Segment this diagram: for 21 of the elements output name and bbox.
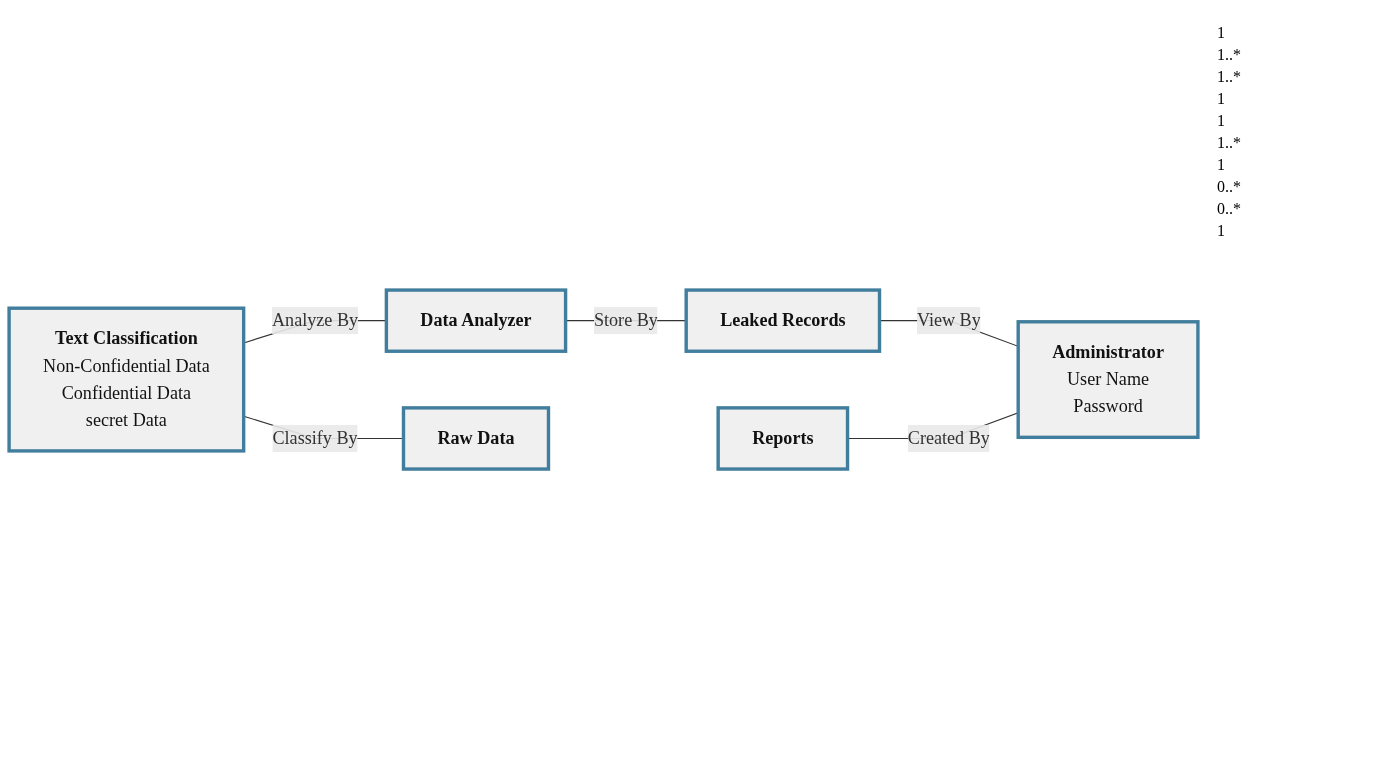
edge-label: Analyze By <box>271 310 359 331</box>
node-box: Data Analyzer <box>384 288 568 354</box>
multiplicity-label: 1 <box>1217 112 1226 130</box>
multiplicity-label: 1 <box>1217 156 1226 174</box>
node-box: Text Classification Non-Confidential Data Confidential Data secret Data <box>7 306 246 454</box>
multiplicity-label: 1 <box>1217 24 1226 42</box>
node-box: Administrator User Name Password <box>1016 320 1200 440</box>
multiplicity-label: 1..* <box>1217 46 1242 64</box>
multiplicity-label: 1 <box>1217 90 1226 108</box>
multiplicity-label: 0..* <box>1217 200 1242 218</box>
node-box: Leaked Records <box>684 288 882 354</box>
edge-label: View By <box>916 310 981 331</box>
multiplicity-label: 1 <box>1217 222 1226 240</box>
multiplicity-label: 1..* <box>1217 68 1242 86</box>
edge-label: Store By <box>593 310 658 331</box>
multiplicity-label: 0..* <box>1217 178 1242 196</box>
node-box: Reports <box>716 406 850 472</box>
edge-label: Classify By <box>272 428 358 448</box>
edge-label: Created By <box>907 428 990 448</box>
node-box: Raw Data <box>401 406 551 472</box>
multiplicity-label: 1..* <box>1217 134 1242 152</box>
